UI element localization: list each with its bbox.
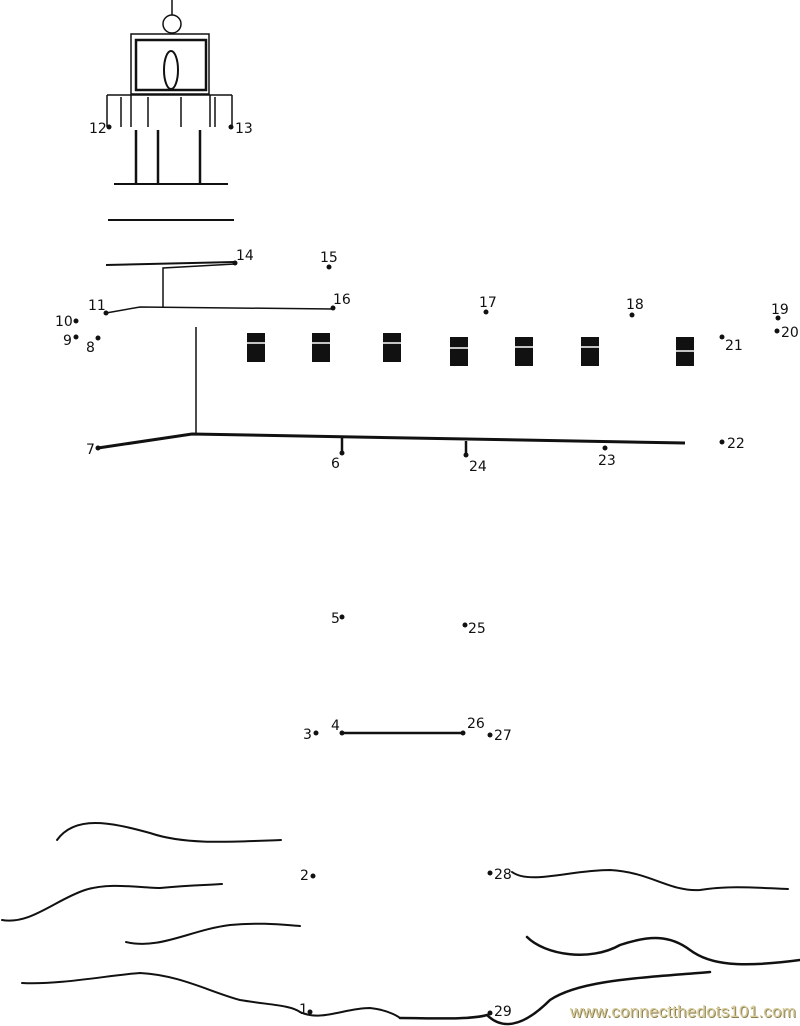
dot-label-25: 25 bbox=[468, 621, 486, 637]
dot-2 bbox=[310, 873, 316, 879]
window bbox=[581, 337, 599, 366]
dot-26 bbox=[460, 730, 466, 736]
dot-label-13: 13 bbox=[235, 121, 253, 137]
dot-7 bbox=[95, 445, 101, 451]
dot-label-17: 17 bbox=[479, 295, 497, 311]
lamp-house bbox=[106, 0, 234, 221]
dot-label-5: 5 bbox=[331, 611, 340, 627]
dot-label-19: 19 bbox=[771, 302, 789, 318]
window bbox=[383, 333, 401, 362]
dot-label-22: 22 bbox=[727, 436, 745, 452]
dot-label-11: 11 bbox=[88, 298, 106, 314]
dot-15 bbox=[326, 264, 332, 270]
dot-10 bbox=[73, 318, 79, 324]
dot-labels: 1 2 3 4 5 6 7 8 9 10 11 12 13 14 15 16 1… bbox=[55, 121, 799, 1020]
dot-20 bbox=[774, 328, 780, 334]
dot-12 bbox=[106, 124, 112, 130]
dot-5 bbox=[339, 614, 345, 620]
dot-label-27: 27 bbox=[494, 728, 512, 744]
dot-label-23: 23 bbox=[598, 453, 616, 469]
dot-8 bbox=[95, 335, 101, 341]
dot-23 bbox=[602, 445, 608, 451]
waves bbox=[1, 822, 800, 1026]
dot-label-9: 9 bbox=[63, 333, 72, 349]
dot-24 bbox=[463, 452, 469, 458]
dot-17 bbox=[483, 309, 489, 315]
dot-label-26: 26 bbox=[467, 716, 485, 732]
dot-1 bbox=[307, 1009, 313, 1015]
dot-label-24: 24 bbox=[469, 459, 487, 475]
dot-18 bbox=[629, 312, 635, 318]
dot-label-6: 6 bbox=[331, 456, 340, 472]
dots bbox=[73, 124, 781, 1016]
dot-22 bbox=[719, 439, 725, 445]
window bbox=[247, 333, 265, 362]
dot-25 bbox=[462, 622, 468, 628]
dot-label-21: 21 bbox=[725, 338, 743, 354]
dot-label-2: 2 bbox=[300, 868, 309, 884]
dot-label-8: 8 bbox=[86, 340, 95, 356]
dot-label-1: 1 bbox=[299, 1002, 308, 1018]
dot-label-20: 20 bbox=[781, 325, 799, 341]
building-windows bbox=[247, 333, 694, 366]
window bbox=[312, 333, 330, 362]
dot-label-15: 15 bbox=[320, 250, 338, 266]
dot-29 bbox=[487, 1010, 493, 1016]
dot-27 bbox=[487, 732, 493, 738]
dot-label-18: 18 bbox=[626, 297, 644, 313]
dot-label-10: 10 bbox=[55, 314, 73, 330]
dot-label-4: 4 bbox=[331, 718, 340, 734]
dot-6 bbox=[339, 450, 345, 456]
dot-16 bbox=[330, 305, 336, 311]
dot-label-3: 3 bbox=[303, 727, 312, 743]
dot-11 bbox=[103, 310, 109, 316]
window bbox=[450, 337, 468, 366]
dot-label-14: 14 bbox=[236, 248, 254, 264]
dot-13 bbox=[228, 124, 234, 130]
window bbox=[515, 337, 533, 366]
dot-28 bbox=[487, 870, 493, 876]
dot-label-12: 12 bbox=[89, 121, 107, 137]
dot-label-16: 16 bbox=[333, 292, 351, 308]
dot-label-7: 7 bbox=[86, 442, 95, 458]
dot-3 bbox=[313, 730, 319, 736]
dot-19 bbox=[775, 315, 781, 321]
dot-9 bbox=[73, 334, 79, 340]
dot-21 bbox=[719, 334, 725, 340]
dot-4 bbox=[339, 730, 345, 736]
watermark-link[interactable]: www.connectthedots101.com bbox=[569, 1002, 796, 1021]
dot-label-29: 29 bbox=[494, 1004, 512, 1020]
dot-label-28: 28 bbox=[494, 867, 512, 883]
dot-14 bbox=[232, 260, 238, 266]
